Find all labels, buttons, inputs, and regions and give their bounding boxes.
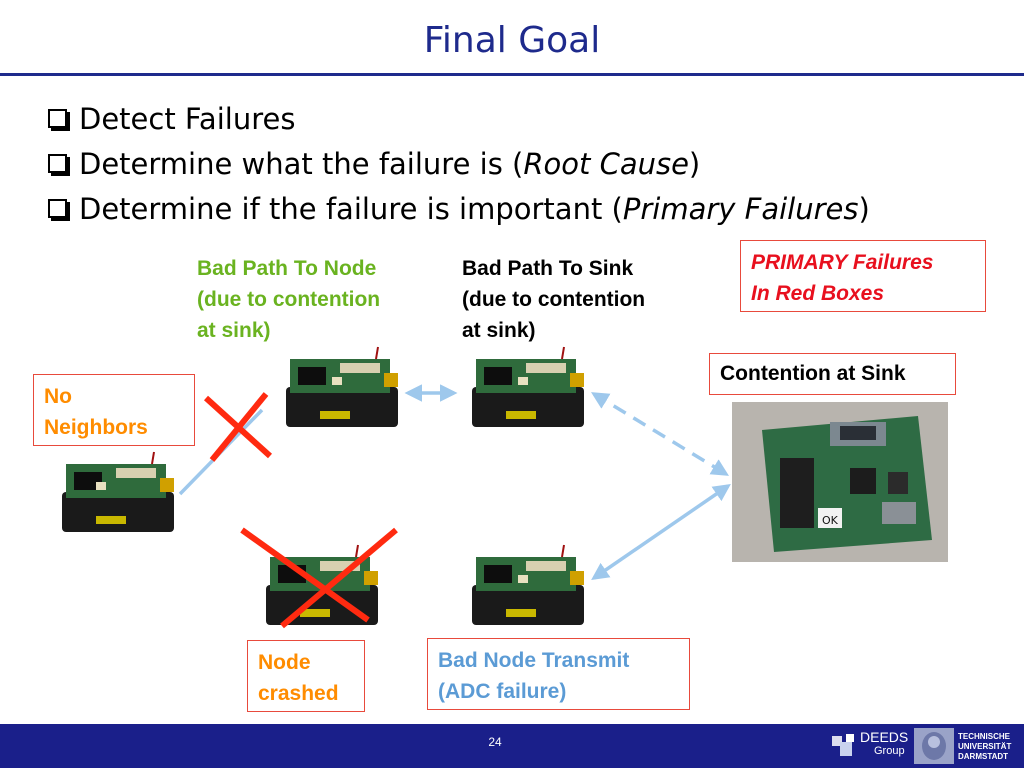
goal-text: Detect Failures xyxy=(79,101,296,136)
primary-failures-legend: PRIMARY Failures In Red Boxes xyxy=(740,240,986,312)
link-arrow xyxy=(591,484,731,580)
goal-list: Detect Failures Determine what the failu… xyxy=(48,96,870,231)
sensor-node-image xyxy=(472,346,584,427)
label-line: (due to contention xyxy=(462,288,646,311)
sensor-node-image xyxy=(266,544,378,625)
sensor-node-image xyxy=(472,544,584,625)
deeds-logo-icon xyxy=(832,734,854,756)
sensor-node-image xyxy=(286,346,398,427)
page-number: 24 xyxy=(488,735,502,749)
box-line: Bad Node Transmit xyxy=(438,649,630,672)
tu-darmstadt-logo-icon xyxy=(914,728,954,764)
label-line: at sink) xyxy=(462,319,536,342)
tu-darmstadt-logo-text: TECHNISCHE UNIVERSITÄT DARMSTADT xyxy=(958,732,1011,762)
goal-emphasis: Root Cause xyxy=(523,146,689,181)
box-line: crashed xyxy=(258,682,339,705)
logo-line: TECHNISCHE xyxy=(958,732,1011,741)
legend-line: PRIMARY Failures xyxy=(751,251,934,274)
box-line: Node xyxy=(258,651,311,674)
goal-text: Determine what the failure is ( xyxy=(79,146,524,181)
title-divider xyxy=(0,73,1024,76)
contention-at-sink-box: Contention at Sink xyxy=(709,353,956,395)
deeds-logo-text: DEEDS Group xyxy=(860,730,908,758)
label-bad-path-to-node: Bad Path To Node (due to contention at s… xyxy=(197,253,380,346)
goal-text-end: ) xyxy=(688,146,701,181)
checkbox-bullet-icon xyxy=(48,199,67,218)
link-arrow xyxy=(591,392,729,476)
goal-item: Determine if the failure is important ( … xyxy=(48,186,870,231)
no-neighbors-box: No Neighbors xyxy=(33,374,195,446)
box-label: Contention at Sink xyxy=(720,362,906,385)
sink-board-image: OK xyxy=(732,402,948,562)
logo-line: UNIVERSITÄT xyxy=(958,742,1012,751)
slide-title: Final Goal xyxy=(423,20,601,61)
goal-text: Determine if the failure is important ( xyxy=(79,191,623,226)
board-ok-text: OK xyxy=(822,514,839,527)
node-crashed-box: Node crashed xyxy=(247,640,365,712)
logo-line: DARMSTADT xyxy=(958,752,1009,761)
goal-text-end: ) xyxy=(858,191,870,226)
sensor-node-image xyxy=(62,451,174,532)
failure-cross-icon xyxy=(203,392,273,462)
legend-line: In Red Boxes xyxy=(751,282,885,305)
bad-node-transmit-box: Bad Node Transmit (ADC failure) xyxy=(427,638,690,710)
slide-footer xyxy=(0,724,1024,768)
logo-line: Group xyxy=(874,745,905,757)
checkbox-bullet-icon xyxy=(48,109,67,128)
box-line: Neighbors xyxy=(44,416,148,439)
label-line: Bad Path To Node xyxy=(197,257,377,280)
label-line: at sink) xyxy=(197,319,271,342)
checkbox-bullet-icon xyxy=(48,154,67,173)
goal-item: Detect Failures xyxy=(48,96,870,141)
label-bad-path-to-sink: Bad Path To Sink (due to contention at s… xyxy=(462,253,645,346)
goal-item: Determine what the failure is ( Root Cau… xyxy=(48,141,870,186)
label-line: (due to contention xyxy=(197,288,381,311)
label-line: Bad Path To Sink xyxy=(462,257,634,280)
box-line: No xyxy=(44,385,72,408)
goal-emphasis: Primary Failures xyxy=(622,191,859,226)
logo-line: DEEDS xyxy=(860,729,909,745)
box-line: (ADC failure) xyxy=(438,680,567,703)
